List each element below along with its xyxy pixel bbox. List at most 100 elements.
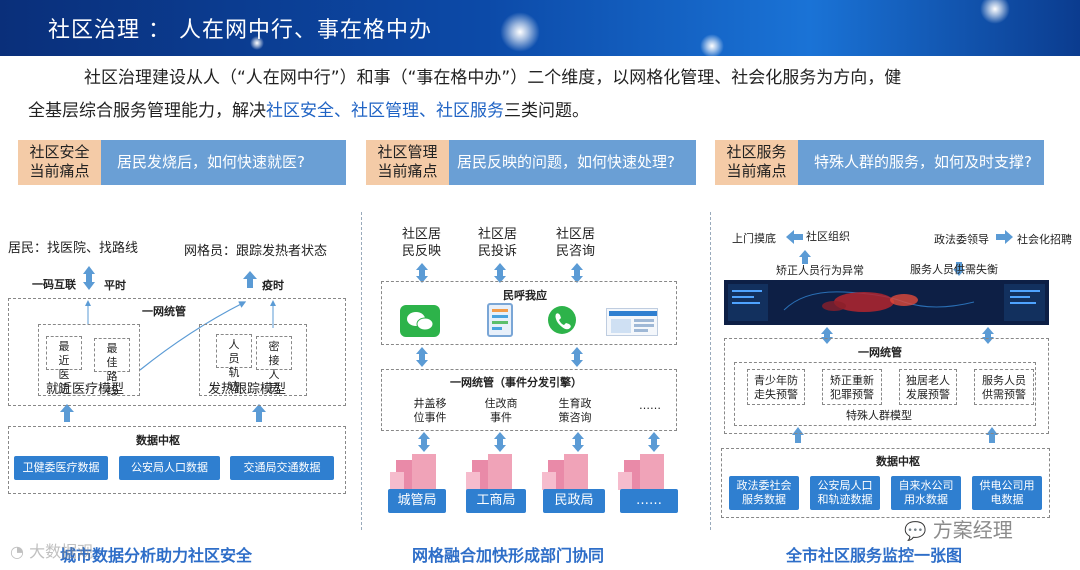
data-button-line: 供电公司用 bbox=[972, 479, 1042, 493]
building-icon bbox=[390, 454, 436, 490]
event-manhole: 井盖移位事件 bbox=[410, 397, 450, 425]
event-line: 住改商 bbox=[481, 397, 521, 411]
person-trajectory-box: 人员轨迹 bbox=[216, 334, 252, 368]
input-line: 社区居 bbox=[402, 226, 441, 243]
input-line: 社区居 bbox=[556, 226, 595, 243]
dispatch-engine-label: 一网统管（事件分发引擎） bbox=[450, 374, 582, 390]
event-residential-commercial: 住改商事件 bbox=[481, 397, 521, 425]
event-more: …… bbox=[630, 399, 670, 413]
up-arrow-icon bbox=[799, 250, 811, 264]
nearest-hospital-box: 最近医院 bbox=[46, 336, 82, 370]
warning-line: 走失预警 bbox=[748, 388, 804, 402]
data-button-police-trajectory[interactable]: 公安局人口和轨迹数据 bbox=[810, 476, 880, 510]
shequzuzhi-label: 社区组织 bbox=[806, 230, 850, 244]
input-report: 社区居民反映 bbox=[402, 226, 441, 260]
nearby-model-name: 就近医疗模型 bbox=[46, 378, 124, 397]
warning-elderly: 独居老人发展预警 bbox=[899, 369, 957, 405]
data-button-line: 电数据 bbox=[972, 493, 1042, 507]
resident-need: 居民：找医院、找路线 bbox=[8, 237, 138, 256]
city-monitor-map[interactable] bbox=[724, 280, 1049, 325]
best-route-box: 最佳路线 bbox=[94, 338, 130, 372]
input-consult: 社区居民咨询 bbox=[556, 226, 595, 260]
shehuihua-label: 社会化招聘 bbox=[1017, 233, 1072, 247]
data-button-transport[interactable]: 交通局交通数据 bbox=[230, 456, 334, 480]
input-line: 民咨询 bbox=[556, 243, 595, 260]
wechat-watermark-icon: 💬 bbox=[904, 521, 926, 542]
jiaozheng-label: 矫正人员行为异常 bbox=[776, 264, 864, 278]
event-birth-policy: 生育政策咨询 bbox=[555, 397, 595, 425]
double-arrow-icon bbox=[418, 432, 430, 452]
data-center-label-service: 数据中枢 bbox=[876, 453, 920, 469]
pingshi-label: 平时 bbox=[104, 277, 126, 293]
warning-line: 矫正重新 bbox=[823, 374, 881, 388]
fuwu-label: 服务人员供需失衡 bbox=[910, 263, 998, 277]
warning-line: 发展预警 bbox=[900, 388, 956, 402]
data-center-label: 数据中枢 bbox=[136, 432, 180, 448]
dept-commerce[interactable]: 工商局 bbox=[466, 489, 526, 513]
input-line: 民投诉 bbox=[478, 243, 517, 260]
event-line: 事件 bbox=[481, 411, 521, 425]
data-button-power[interactable]: 供电公司用电数据 bbox=[972, 476, 1042, 510]
warning-line: 服务人员 bbox=[975, 374, 1033, 388]
buildings-row bbox=[386, 452, 676, 494]
watermark-right-text: 方案经理 bbox=[933, 518, 1013, 542]
event-line: 生育政 bbox=[555, 397, 595, 411]
input-complaint: 社区居民投诉 bbox=[478, 226, 517, 260]
double-arrow-icon bbox=[648, 432, 660, 452]
close-contact-box: 密接人员 bbox=[256, 336, 292, 370]
shangmen-label: 上门摸底 bbox=[732, 232, 776, 246]
zhengfa-label: 政法委领导 bbox=[934, 233, 989, 247]
wechat-icon[interactable] bbox=[400, 305, 440, 337]
event-line: 策咨询 bbox=[555, 411, 595, 425]
data-button-line: 服务数据 bbox=[729, 493, 799, 507]
double-arrow-icon bbox=[494, 432, 506, 452]
fever-model-name: 发热跟踪模型 bbox=[208, 378, 286, 397]
event-line: …… bbox=[630, 399, 670, 413]
yimahulian-label: 一码互联 bbox=[32, 276, 76, 292]
warning-line: 犯罪预警 bbox=[823, 388, 881, 402]
dept-civil-affairs[interactable]: 民政局 bbox=[543, 489, 605, 513]
up-arrow-icon bbox=[252, 404, 266, 422]
double-arrow-icon bbox=[83, 266, 95, 290]
input-line: 民反映 bbox=[402, 243, 441, 260]
building-icon bbox=[618, 454, 664, 490]
double-arrow-icon bbox=[494, 263, 506, 283]
double-arrow-icon bbox=[571, 347, 583, 367]
caption-service: 全市社区服务监控一张图 bbox=[786, 542, 962, 566]
warning-teen: 青少年防走失预警 bbox=[747, 369, 805, 405]
left-arrow-icon bbox=[786, 230, 803, 244]
right-arrow-icon bbox=[996, 230, 1013, 244]
phone-hotline-icon[interactable] bbox=[546, 304, 578, 336]
web-portal-icon[interactable] bbox=[606, 308, 658, 336]
warning-line: 青少年防 bbox=[748, 374, 804, 388]
input-line: 社区居 bbox=[478, 226, 517, 243]
double-arrow-icon bbox=[416, 347, 428, 367]
unified-label: 一网统管 bbox=[142, 303, 186, 319]
warning-service-staff: 服务人员供需预警 bbox=[974, 369, 1034, 405]
event-line: 井盖移 bbox=[410, 397, 450, 411]
watermark-right: 💬 方案经理 bbox=[904, 514, 1013, 543]
data-button-line: 和轨迹数据 bbox=[810, 493, 880, 507]
double-arrow-icon bbox=[572, 432, 584, 452]
data-button-police[interactable]: 公安局人口数据 bbox=[119, 456, 220, 480]
data-button-line: 政法委社会 bbox=[729, 479, 799, 493]
warning-line: 独居老人 bbox=[900, 374, 956, 388]
unified-label-service: 一网统管 bbox=[858, 344, 902, 360]
data-button-line: 自来水公司 bbox=[891, 479, 961, 493]
watermark-left-text: 大数据观 bbox=[29, 542, 93, 561]
app-icon[interactable] bbox=[487, 303, 513, 337]
event-line: 位事件 bbox=[410, 411, 450, 425]
dept-urban-management[interactable]: 城管局 bbox=[388, 489, 446, 513]
data-button-water[interactable]: 自来水公司用水数据 bbox=[891, 476, 961, 510]
yiqing-label: 疫时 bbox=[262, 277, 284, 293]
weibo-icon: ◔ bbox=[10, 542, 24, 561]
data-button-politics[interactable]: 政法委社会服务数据 bbox=[729, 476, 799, 510]
building-icon bbox=[542, 454, 588, 490]
double-arrow-icon bbox=[571, 263, 583, 283]
watermark-left: ◔ 大数据观 bbox=[10, 538, 93, 562]
up-arrow-icon bbox=[60, 404, 74, 422]
dept-more[interactable]: …… bbox=[620, 489, 678, 513]
warning-line: 供需预警 bbox=[975, 388, 1033, 402]
data-button-line: 公安局人口 bbox=[810, 479, 880, 493]
data-button-health[interactable]: 卫健委医疗数据 bbox=[14, 456, 108, 480]
